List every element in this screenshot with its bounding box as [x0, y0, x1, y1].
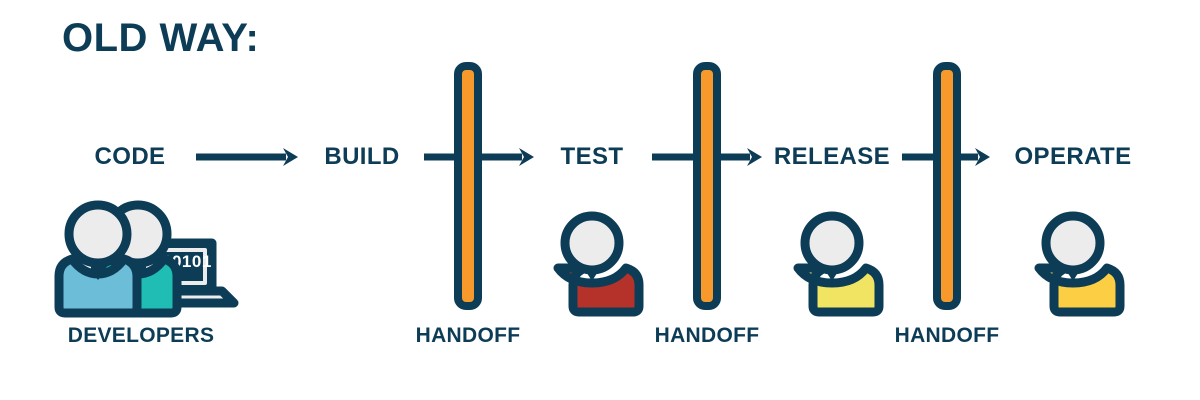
- person-icon-test: [553, 211, 644, 317]
- stage-label-build: BUILD: [324, 143, 400, 170]
- person-icon-release: [793, 211, 884, 317]
- barrier-bar: [454, 62, 482, 310]
- arrow-head-icon: [975, 148, 990, 166]
- person-head: [800, 211, 864, 275]
- caption-handoff-3: HANDOFF: [894, 324, 1000, 347]
- developer-figure-front: [54, 200, 142, 318]
- page-title: OLD WAY:: [62, 16, 260, 60]
- barrier-bar: [933, 62, 961, 310]
- developers-icon: 10101: [54, 200, 239, 318]
- person-body: [1034, 263, 1125, 317]
- arrow-head-icon: [519, 148, 534, 166]
- person-icons-group: [553, 211, 1125, 317]
- arrow-head-icon: [283, 148, 298, 166]
- handoff-barrier-2: [693, 62, 721, 310]
- person-icon-operate: [1034, 211, 1125, 317]
- arrow-head-icon: [747, 148, 762, 166]
- person-head: [560, 211, 624, 275]
- caption-handoff-2: HANDOFF: [654, 324, 760, 347]
- stage-label-code: CODE: [94, 143, 166, 170]
- person-body: [793, 263, 884, 317]
- person-head: [1041, 211, 1105, 275]
- barriers-group: [454, 62, 961, 310]
- handoff-barrier-3: [933, 62, 961, 310]
- stage-label-operate: OPERATE: [1014, 143, 1132, 170]
- person-body: [553, 263, 644, 317]
- developer-head-front: [64, 200, 132, 268]
- barrier-bar: [693, 62, 721, 310]
- stage-label-release: RELEASE: [773, 143, 891, 170]
- caption-developers: DEVELOPERS: [67, 324, 215, 347]
- pipeline-arrow-1: [196, 148, 298, 166]
- caption-handoff-1: HANDOFF: [415, 324, 521, 347]
- handoff-barrier-1: [454, 62, 482, 310]
- stage-label-test: TEST: [560, 143, 624, 170]
